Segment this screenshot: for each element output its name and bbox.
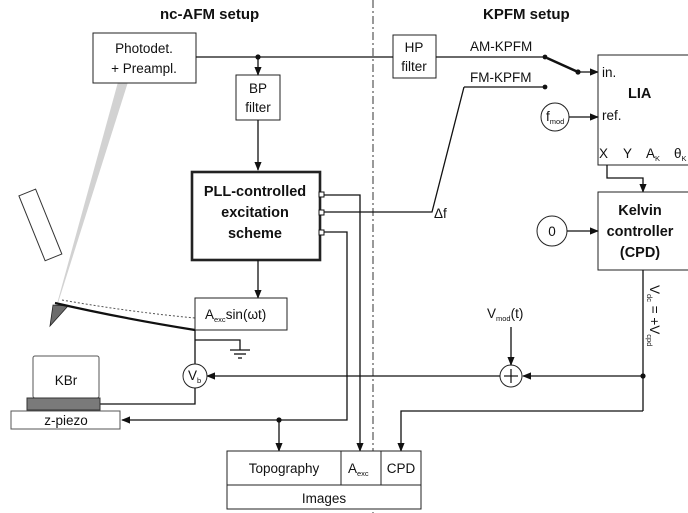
image-topography: Topography [249,461,320,476]
afm-tip [49,304,69,328]
pll-label-3: scheme [228,226,282,242]
delta-f-label: Δf [434,206,447,221]
image-cpd: CPD [387,461,416,476]
wire-pll-aexc-image [324,194,364,452]
kbr-sample-label: KBr [55,373,78,388]
hp-filter-label-2: filter [401,59,427,74]
images-label: Images [302,491,347,506]
kelvin-label-3: (CPD) [620,245,660,261]
lia-box [597,54,688,166]
wire-ground [195,339,241,350]
wire-pll-topography [275,231,348,452]
wire-vdc-cpd-image [397,410,643,452]
wire-vb-sample [100,388,196,405]
am-kpfm-label: AM-KPFM [470,39,532,54]
vb-source-label: Vb [188,368,201,385]
switch-contact-fm [542,84,548,90]
lia-out-x: X [599,146,608,161]
laser-beam [52,82,128,322]
laser-head [18,188,63,262]
excitation-label: Aexcsin(ωt) [205,307,266,324]
zpiezo-box [10,410,121,430]
pll-port-2 [318,209,325,216]
lia-out-theta: θK [674,146,687,163]
photodetector-label-2: + Preampl. [111,61,177,76]
pll-port-1 [318,191,325,198]
fmod-source-label: fmod [546,109,564,126]
kpfm-header: KPFM setup [483,6,570,23]
pll-box [190,170,322,262]
pll-label-2: excitation [221,205,289,221]
pll-label-1: PLL-controlled [204,184,306,200]
pll-port-3 [318,229,325,236]
kelvin-controller-box [597,191,688,271]
lia-in-label: in. [602,65,616,80]
am-fm-switch[interactable] [546,56,579,74]
images-panel [226,450,422,510]
zero-setpoint-label: 0 [548,224,556,239]
lia-out-y: Y [623,146,632,161]
bp-filter-label-1: BP [249,81,267,96]
lia-out-ak: AK [646,146,660,163]
zpiezo-label: z-piezo [44,413,88,428]
switch-contact-am [542,54,548,60]
kelvin-label-2: controller [607,224,674,240]
vmod-label: Vmod(t) [487,306,523,323]
hp-filter-label-1: HP [405,40,424,55]
fm-kpfm-label: FM-KPFM [470,70,532,85]
bp-filter-box [235,74,281,121]
bp-filter-label-2: filter [245,100,271,115]
vdc-label: Vdc = +Vcpd [645,285,662,346]
excitation-box [194,297,288,331]
photodetector-box [92,32,197,84]
wire-lia-kelvin [606,165,647,193]
photodetector-label-1: Photodet. [115,41,173,56]
cantilever-rest-position [61,299,196,319]
lia-title: LIA [628,86,652,102]
lia-ref-label: ref. [602,108,622,123]
wire-delta-f [322,86,465,213]
nc-afm-header: nc-AFM setup [160,6,259,23]
kelvin-label-1: Kelvin [618,203,662,219]
image-aexc: Aexc [348,461,369,478]
cantilever [54,301,196,332]
sample-holder [26,397,101,411]
